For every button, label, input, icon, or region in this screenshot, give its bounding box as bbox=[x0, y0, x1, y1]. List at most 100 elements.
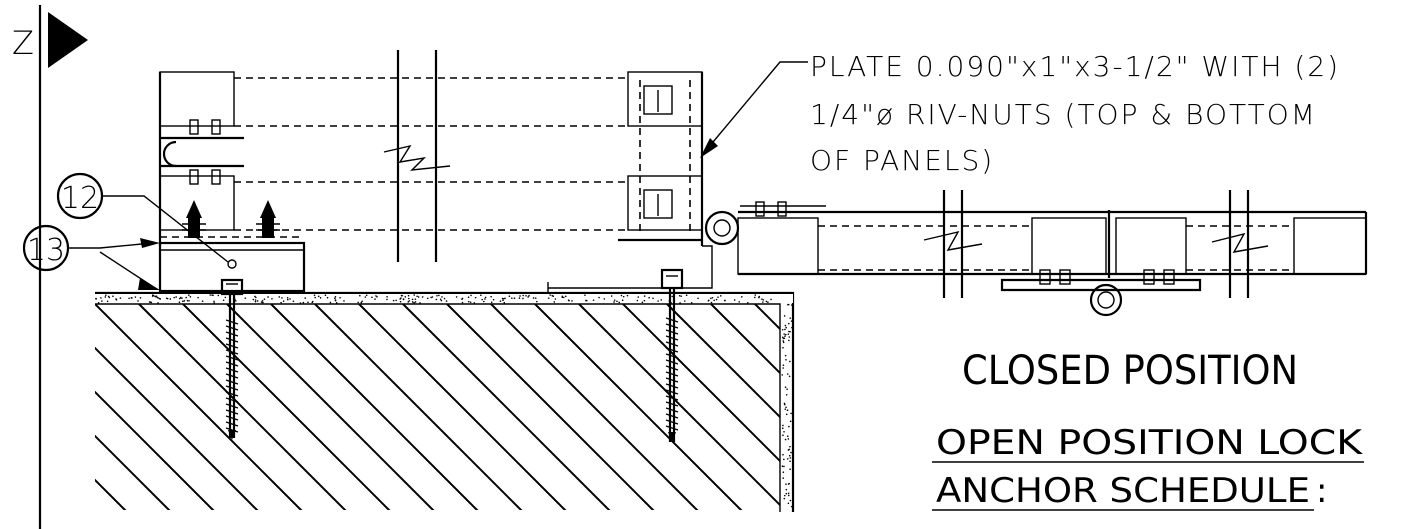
thread-mark bbox=[665, 359, 679, 365]
stipple-dot bbox=[789, 445, 791, 448]
stipple-dot bbox=[781, 465, 784, 468]
stipple-dot bbox=[534, 297, 537, 299]
schedule-heading: OPEN POSITION LOCK ANCHOR SCHEDULE : bbox=[932, 423, 1364, 511]
stipple-dot bbox=[408, 297, 410, 300]
stipple-dot bbox=[134, 296, 137, 298]
stipple-dot bbox=[329, 301, 332, 304]
stipple-dot bbox=[155, 295, 158, 297]
stipple-dot bbox=[789, 317, 792, 319]
stipple-dot bbox=[335, 302, 338, 304]
stipple-dot bbox=[209, 294, 212, 296]
stipple-dot bbox=[758, 296, 760, 299]
stipple-dot bbox=[564, 295, 567, 298]
stipple-dot bbox=[503, 301, 506, 304]
stipple-dot bbox=[267, 296, 269, 298]
stipple-dot bbox=[511, 297, 513, 299]
stipple-dot bbox=[104, 296, 107, 298]
stipple-dot bbox=[789, 468, 791, 471]
stipple-dot bbox=[613, 299, 616, 301]
stipple-dot bbox=[657, 300, 659, 302]
thread-mark bbox=[665, 419, 679, 425]
stipple-dot bbox=[784, 324, 787, 327]
thread-mark bbox=[225, 331, 239, 337]
stipple-dot bbox=[781, 336, 784, 339]
anchor-thread bbox=[225, 319, 239, 440]
hinge-knuckle bbox=[547, 210, 740, 293]
stipple-dot bbox=[685, 294, 688, 297]
stipple-dot bbox=[343, 300, 345, 302]
hatch-line bbox=[95, 304, 218, 510]
sheet-metal-screw-left bbox=[182, 200, 206, 238]
stipple-dot bbox=[733, 299, 736, 301]
stipple-dot bbox=[786, 435, 789, 438]
stipple-dot bbox=[616, 300, 618, 303]
stipple-dot bbox=[522, 297, 524, 300]
callout-13: 13 bbox=[22, 224, 160, 290]
stipple-dot bbox=[254, 299, 257, 301]
stipple-dot bbox=[660, 299, 663, 301]
stipple-dot bbox=[461, 301, 464, 304]
stacked-panels bbox=[158, 50, 704, 262]
stipple-dot bbox=[568, 299, 570, 302]
stipple-dot bbox=[584, 294, 586, 296]
stipple-dot bbox=[371, 296, 373, 299]
stipple-dot bbox=[746, 301, 749, 304]
thread-mark bbox=[225, 403, 239, 409]
closed-position-title: CLOSED POSITION bbox=[962, 348, 1298, 394]
thread-mark bbox=[665, 407, 679, 413]
stipple-dot bbox=[547, 297, 550, 299]
hatch-line bbox=[0, 304, 85, 514]
stipple-dot bbox=[562, 296, 565, 299]
stipple-dot bbox=[784, 335, 786, 337]
concrete-anchor-left bbox=[220, 278, 244, 440]
stipple-dot bbox=[532, 297, 535, 299]
note-line-3: OF PANELS) bbox=[810, 144, 994, 177]
stipple-dot bbox=[791, 326, 793, 329]
hatch-line bbox=[0, 304, 41, 514]
hatch-line bbox=[270, 304, 482, 510]
stipple-dot bbox=[549, 294, 551, 296]
stipple-dot bbox=[252, 298, 255, 301]
stipple-dot bbox=[374, 298, 376, 300]
anchor-tip bbox=[228, 430, 236, 440]
hatch-line bbox=[95, 304, 262, 510]
stipple-dot bbox=[339, 297, 341, 299]
stipple-dot bbox=[522, 294, 524, 297]
thread-mark bbox=[225, 409, 239, 415]
stipple-dot bbox=[784, 408, 787, 410]
stipple-dot bbox=[313, 294, 316, 296]
stipple-dot bbox=[402, 298, 405, 301]
stipple-dot bbox=[782, 364, 785, 366]
stipple-dot bbox=[107, 295, 110, 298]
stipple-dot bbox=[621, 299, 624, 302]
stipple-dot bbox=[782, 424, 784, 427]
stipple-dot bbox=[490, 295, 492, 298]
stipple-dot bbox=[130, 297, 133, 299]
stipple-dot bbox=[263, 298, 266, 300]
thread-mark bbox=[225, 349, 239, 355]
plate-note: PLATE 0.090"x1"x3-1/2" WITH (2) 1/4"ø RI… bbox=[810, 50, 1338, 177]
stipple-dot bbox=[790, 304, 793, 306]
hatch-line bbox=[578, 304, 780, 510]
stipple-dot bbox=[782, 434, 784, 437]
stipple-dot bbox=[182, 300, 184, 303]
stipple-dot bbox=[416, 295, 418, 298]
stipple-dot bbox=[436, 294, 438, 297]
stipple-dot bbox=[280, 301, 282, 304]
stipple-dot bbox=[787, 502, 790, 505]
stipple-dot bbox=[426, 297, 429, 300]
stipple-dot bbox=[508, 295, 511, 297]
stipple-dot bbox=[536, 300, 538, 303]
stipple-dot bbox=[480, 294, 482, 296]
stipple-dot bbox=[256, 300, 259, 302]
thread-mark bbox=[225, 367, 239, 373]
stipple-dot bbox=[610, 295, 613, 297]
stipple-dot bbox=[787, 492, 790, 495]
stipple-dot bbox=[484, 296, 487, 299]
stipple-dot bbox=[413, 301, 415, 304]
stipple-dot bbox=[213, 300, 215, 303]
thread-mark bbox=[225, 325, 239, 331]
stipple-dot bbox=[622, 295, 625, 298]
stipple-dot bbox=[169, 298, 172, 300]
